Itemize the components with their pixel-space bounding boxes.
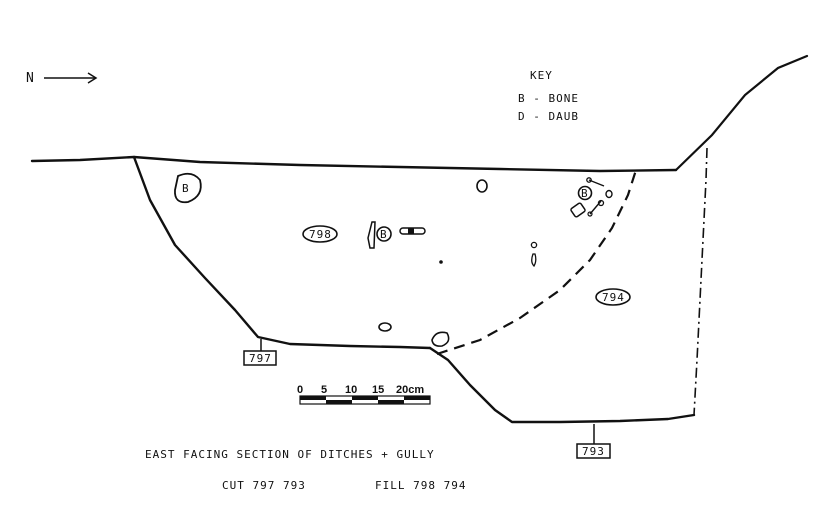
bone-find-large: B xyxy=(174,172,202,204)
drawing-title: EAST FACING SECTION OF DITCHES + GULLY xyxy=(145,448,435,461)
cut-793-profile xyxy=(428,346,696,424)
north-arrow-head-icon xyxy=(87,72,98,84)
small-fragment xyxy=(439,260,443,264)
scale-tick-5: 5 xyxy=(321,384,327,396)
right-slope-line xyxy=(674,54,809,172)
fill-boundary-dashed xyxy=(436,169,638,356)
fill-794-label: 794 xyxy=(595,288,631,306)
svg-text:797: 797 xyxy=(249,352,272,365)
cut-797-label: 797 xyxy=(243,339,277,366)
section-edge-dashdot xyxy=(693,147,708,416)
scale-tick-20: 20cm xyxy=(396,384,424,396)
north-arrow: N xyxy=(26,71,98,86)
cut-797-profile xyxy=(132,155,432,350)
north-label: N xyxy=(26,71,34,86)
scale-tick-15: 15 xyxy=(372,384,384,396)
svg-text:B: B xyxy=(380,228,388,241)
scale-bar: 0 5 10 15 20cm xyxy=(297,384,431,405)
svg-text:798: 798 xyxy=(309,228,332,241)
stone-inclusion xyxy=(476,179,488,193)
svg-text:793: 793 xyxy=(582,445,605,458)
key-title: KEY xyxy=(530,69,553,82)
ground-surface-line xyxy=(30,155,678,173)
daub-find-central xyxy=(399,227,426,235)
small-find-pair xyxy=(530,241,538,268)
stone-inclusion xyxy=(378,322,392,332)
key-legend: KEY B - BONE D - DAUB xyxy=(518,69,579,123)
key-entry-daub: D - DAUB xyxy=(518,110,579,123)
cut-793-label: 793 xyxy=(576,424,611,459)
svg-text:B: B xyxy=(182,182,190,195)
stone-inclusion xyxy=(431,331,450,347)
caption-fill: FILL 798 794 xyxy=(375,479,466,492)
caption-cut: CUT 797 793 xyxy=(222,479,306,492)
scale-tick-0: 0 xyxy=(297,384,303,396)
svg-text:794: 794 xyxy=(602,291,625,304)
bone-find-central: B xyxy=(367,221,392,249)
fill-798-label: 798 xyxy=(302,225,338,243)
scale-tick-10: 10 xyxy=(345,384,357,396)
bone-find-cluster-right: B xyxy=(570,177,613,218)
svg-text:B: B xyxy=(581,187,589,200)
key-entry-bone: B - BONE xyxy=(518,92,579,105)
